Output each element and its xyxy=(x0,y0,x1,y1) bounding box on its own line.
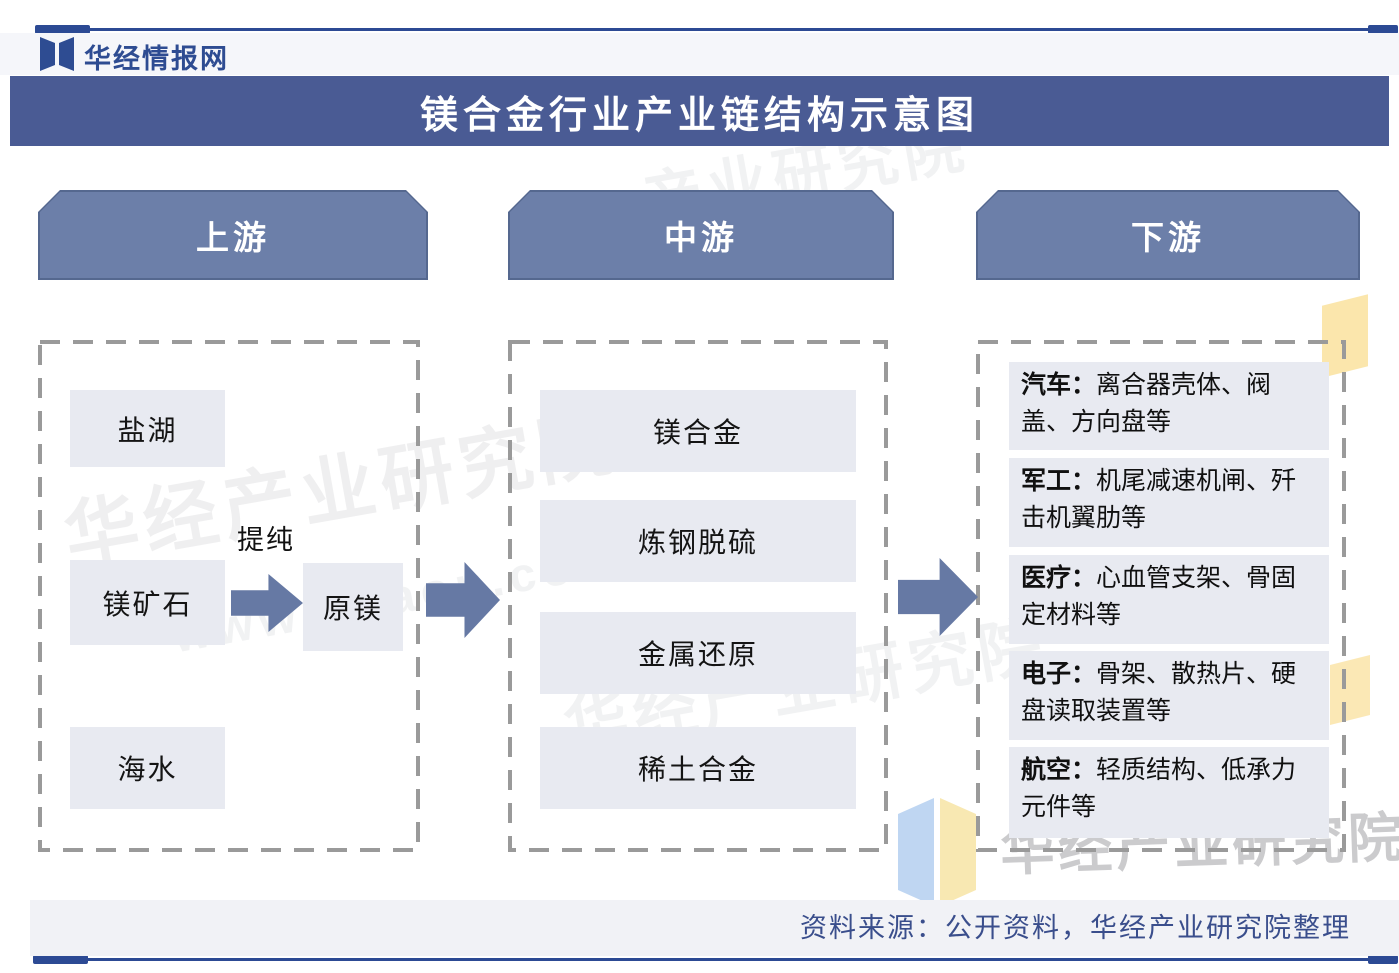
source-note: 资料来源：公开资料，华经产业研究院整理 xyxy=(30,900,1399,956)
midstream-item-rare-earth-alloy: 稀土合金 xyxy=(540,727,856,809)
node-salt-lake: 盐湖 xyxy=(70,390,225,467)
column-header-downstream-label: 下游 xyxy=(978,192,1358,278)
downstream-desc: 机尾减速机闸、歼击机翼肋等 xyxy=(1021,467,1297,532)
top-rule xyxy=(35,28,1395,31)
bottom-rule-right-cap xyxy=(1368,955,1398,964)
downstream-category: 电子： xyxy=(1021,660,1097,688)
midstream-item-steel-desulfurization: 炼钢脱硫 xyxy=(540,500,856,582)
upstream-dashed-box xyxy=(38,340,420,852)
midstream-dashed-box xyxy=(508,340,888,852)
brand-band xyxy=(0,33,1399,75)
brand-name: 华经情报网 xyxy=(84,44,229,74)
downstream-desc: 骨架、散热片、硬盘读取装置等 xyxy=(1021,660,1297,725)
column-header-upstream: 上游 xyxy=(38,190,428,280)
downstream-desc: 离合器壳体、阀盖、方向盘等 xyxy=(1021,371,1272,436)
node-raw-magnesium: 原镁 xyxy=(303,563,403,651)
downstream-desc: 轻质结构、低承力元件等 xyxy=(1021,756,1297,821)
node-seawater: 海水 xyxy=(70,727,225,809)
downstream-desc: 心血管支架、骨固定材料等 xyxy=(1021,564,1297,629)
top-rule-left-cap xyxy=(35,25,90,34)
downstream-category: 军工： xyxy=(1021,467,1097,495)
downstream-item-electronics: 电子：骨架、散热片、硬盘读取装置等 xyxy=(1009,651,1329,740)
bottom-rule xyxy=(35,958,1395,961)
column-header-midstream-label: 中游 xyxy=(510,192,892,278)
column-header-midstream: 中游 xyxy=(508,190,894,280)
downstream-category: 汽车： xyxy=(1021,371,1097,399)
top-rule-right-cap xyxy=(1368,25,1398,34)
downstream-item-medical: 医疗：心血管支架、骨固定材料等 xyxy=(1009,555,1329,644)
downstream-category: 医疗： xyxy=(1021,564,1097,592)
node-magnesium-ore: 镁矿石 xyxy=(70,560,225,645)
column-header-upstream-label: 上游 xyxy=(40,192,426,278)
midstream-item-metal-reduction: 金属还原 xyxy=(540,612,856,694)
watermark-book-icon xyxy=(888,798,988,913)
bottom-rule-left-cap xyxy=(33,955,88,964)
downstream-item-aviation: 航空：轻质结构、低承力元件等 xyxy=(1009,747,1329,838)
midstream-item-magnesium-alloy: 镁合金 xyxy=(540,390,856,472)
downstream-item-military: 军工：机尾减速机闸、歼击机翼肋等 xyxy=(1009,458,1329,547)
page-title: 镁合金行业产业链结构示意图 xyxy=(10,76,1389,146)
downstream-category: 航空： xyxy=(1021,756,1097,784)
open-book-icon xyxy=(40,36,74,77)
brand-logo: 华经情报网 xyxy=(40,36,229,77)
column-header-downstream: 下游 xyxy=(976,190,1360,280)
downstream-dashed-box xyxy=(976,340,1346,852)
process-label-purification: 提纯 xyxy=(237,525,295,555)
downstream-item-automotive: 汽车：离合器壳体、阀盖、方向盘等 xyxy=(1009,362,1329,450)
